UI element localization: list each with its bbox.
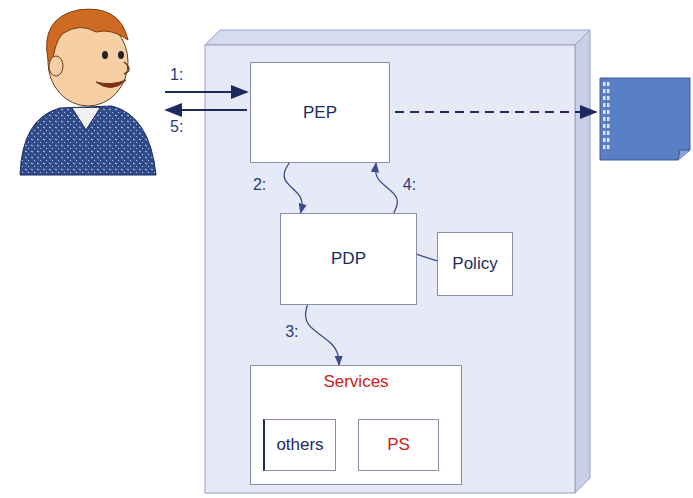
dashed-arrow bbox=[395, 111, 596, 113]
step-number: 5: bbox=[168, 118, 185, 136]
connector bbox=[305, 305, 339, 365]
connector bbox=[417, 254, 437, 260]
node-label: Policy bbox=[452, 254, 497, 274]
request-arrow bbox=[165, 91, 247, 93]
process-box: PDP bbox=[280, 213, 417, 305]
process-box: Policy bbox=[437, 232, 513, 296]
panel bbox=[205, 30, 590, 493]
connector bbox=[284, 163, 302, 213]
node-label: others bbox=[276, 435, 323, 455]
node-label: PS bbox=[387, 435, 410, 455]
response-arrow bbox=[166, 109, 247, 111]
step-number: 4: bbox=[401, 176, 418, 194]
step-number: 1: bbox=[168, 66, 185, 84]
step-number: 3: bbox=[283, 323, 300, 341]
step-number: 2: bbox=[251, 176, 268, 194]
process-box: others bbox=[263, 419, 336, 471]
node-label: Services bbox=[251, 372, 461, 392]
process-box: PEP bbox=[250, 62, 390, 163]
node-label: PEP bbox=[303, 103, 337, 123]
process-box: PS bbox=[358, 419, 439, 471]
group-box: Services others PS bbox=[250, 365, 462, 485]
person-figure bbox=[20, 9, 156, 175]
connector bbox=[375, 163, 397, 213]
document-icon bbox=[600, 78, 690, 160]
node-label: PDP bbox=[331, 249, 366, 269]
